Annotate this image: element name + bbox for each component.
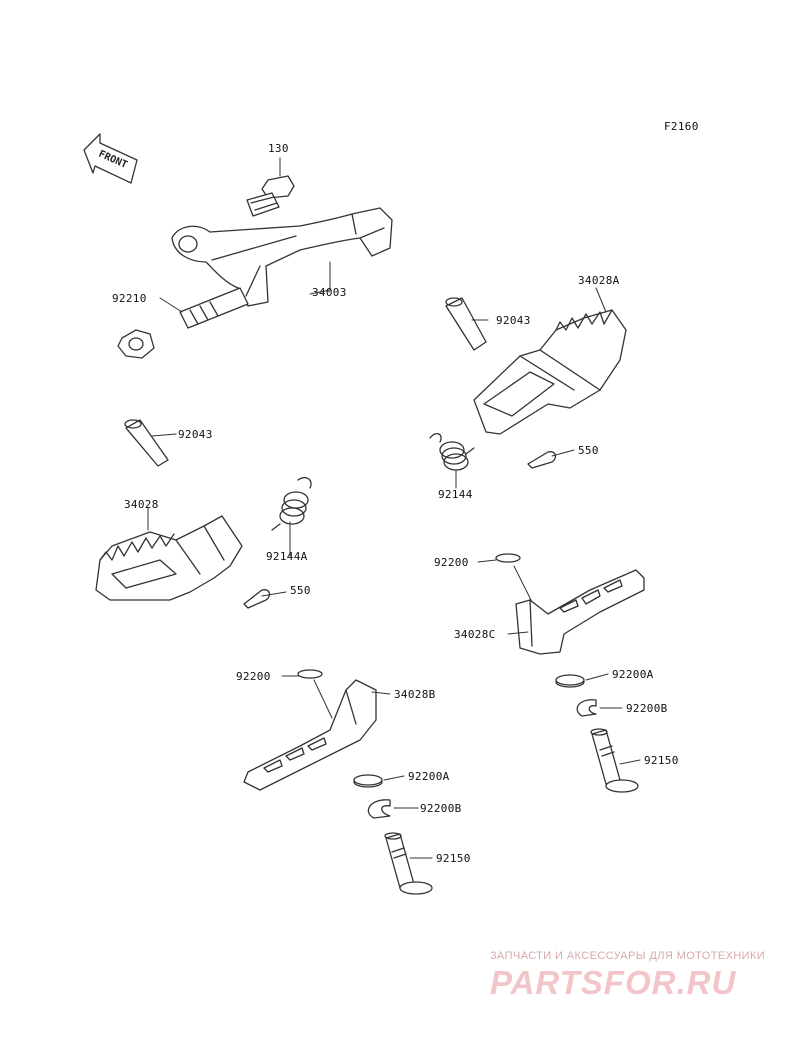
washer-92200A-right bbox=[555, 674, 585, 688]
pin-92043-left bbox=[124, 419, 169, 467]
label-130: 130 bbox=[268, 142, 289, 155]
label-92210: 92210 bbox=[112, 292, 147, 305]
footpeg-34028 bbox=[95, 515, 243, 601]
clip-92200B-left bbox=[367, 799, 391, 819]
label-92200-left: 92200 bbox=[236, 670, 271, 683]
label-550-left: 550 bbox=[290, 584, 311, 597]
front-arrow-icon bbox=[83, 133, 138, 184]
label-92144A: 92144A bbox=[266, 550, 308, 563]
spring-92144 bbox=[429, 433, 475, 471]
label-92200B-right: 92200B bbox=[626, 702, 668, 715]
washer-92200A-left bbox=[353, 774, 383, 788]
label-92150-right: 92150 bbox=[644, 754, 679, 767]
clevis-pin-92150-left bbox=[384, 832, 433, 895]
clip-92200B-right bbox=[576, 699, 597, 717]
label-92200A-right: 92200A bbox=[612, 668, 654, 681]
label-92043-right: 92043 bbox=[496, 314, 531, 327]
spring-92144A bbox=[271, 476, 312, 531]
label-92043-left: 92043 bbox=[178, 428, 213, 441]
footpeg-arm-34028C bbox=[515, 569, 645, 655]
label-34028: 34028 bbox=[124, 498, 159, 511]
cotter-pin-550-left bbox=[243, 589, 271, 609]
label-34028C: 34028C bbox=[454, 628, 496, 641]
clevis-pin-92150-right bbox=[590, 728, 639, 793]
shaft-92210 bbox=[117, 287, 249, 359]
label-34028A: 34028A bbox=[578, 274, 620, 287]
footpeg-34028A bbox=[473, 309, 627, 435]
footpeg-arm-34028B bbox=[243, 679, 377, 791]
label-92200A-left: 92200A bbox=[408, 770, 450, 783]
label-34028B: 34028B bbox=[394, 688, 436, 701]
label-92200-right: 92200 bbox=[434, 556, 469, 569]
label-92144: 92144 bbox=[438, 488, 473, 501]
label-550-right: 550 bbox=[578, 444, 599, 457]
label-34003: 34003 bbox=[312, 286, 347, 299]
label-92200B-left: 92200B bbox=[420, 802, 462, 815]
leader-lines bbox=[147, 157, 641, 859]
washer-92200-left bbox=[297, 669, 323, 679]
figure-code: F2160 bbox=[664, 120, 699, 133]
bolt-130 bbox=[246, 175, 295, 217]
brake-pedal-34003 bbox=[171, 207, 393, 307]
watermark-tagline: ЗАПЧАСТИ И АКСЕССУАРЫ ДЛЯ МОТОТЕХНИКИ bbox=[490, 950, 766, 962]
watermark-logo: PARTSFOR.RU bbox=[490, 964, 737, 1001]
cotter-pin-550-right bbox=[527, 451, 557, 469]
washer-92200-right bbox=[495, 553, 521, 563]
label-92150-left: 92150 bbox=[436, 852, 471, 865]
pin-92043-right bbox=[445, 297, 487, 351]
